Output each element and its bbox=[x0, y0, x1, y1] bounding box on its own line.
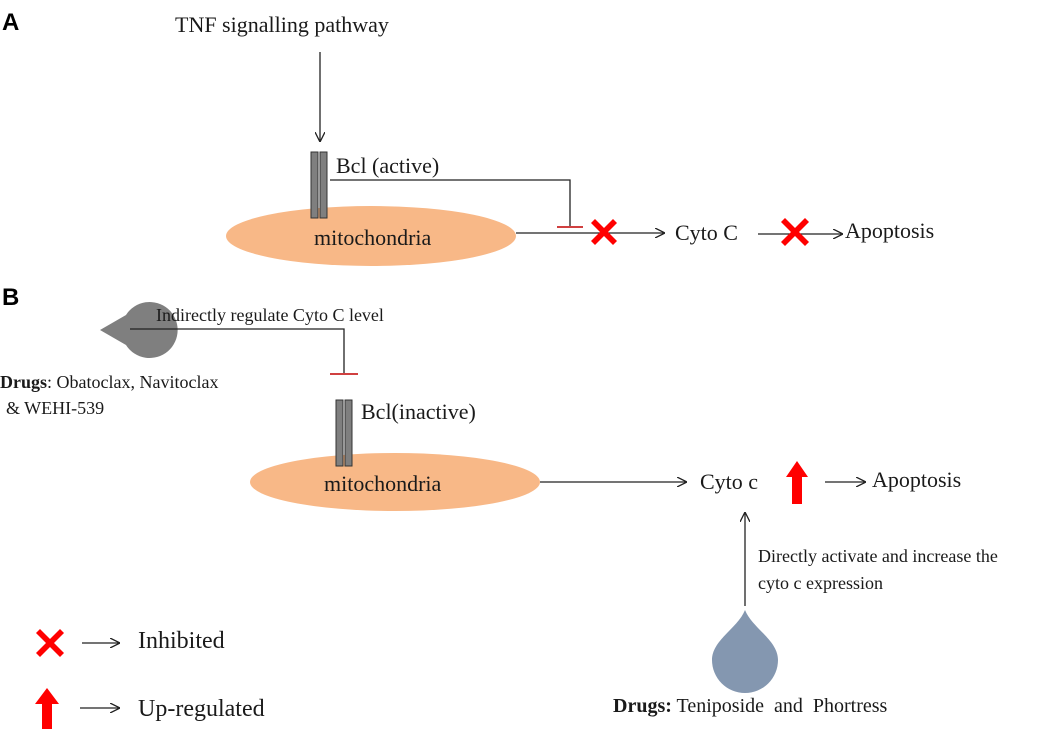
mitochondria-b-label: mitochondria bbox=[324, 471, 442, 496]
upregulated-mark bbox=[786, 461, 808, 504]
inhibited-mark-2 bbox=[781, 218, 809, 246]
legend-upregulated-icon bbox=[35, 688, 59, 729]
mitochondria-a bbox=[226, 206, 516, 266]
mitochondria-b bbox=[250, 453, 540, 511]
bcl-inhibition-line bbox=[330, 179, 571, 226]
mitochondria-a-label: mitochondria bbox=[314, 225, 432, 250]
drugs-list-2: Drugs: Teniposide and Phortress bbox=[613, 695, 888, 717]
bcl-inactive-label: Bcl(inactive) bbox=[361, 399, 476, 424]
inhibitor-drug-icon bbox=[100, 302, 178, 358]
indirect-regulate-label: Indirectly regulate Cyto C level bbox=[156, 305, 384, 325]
activator-drug-icon bbox=[712, 610, 778, 693]
tnf-pathway-label: TNF signalling pathway bbox=[175, 12, 389, 37]
bcl-membrane-a bbox=[310, 151, 328, 219]
cyto-c-label-b: Cyto c bbox=[700, 469, 758, 494]
direct-activate-label-cont: cyto c expression bbox=[758, 573, 883, 593]
bcl-membrane-b bbox=[335, 399, 353, 467]
panel-b-label: B bbox=[2, 284, 19, 311]
drug-inhibition-line bbox=[130, 328, 345, 373]
legend-inhibited-icon bbox=[36, 629, 64, 657]
panel-a-label: A bbox=[2, 9, 19, 36]
drugs-list-1: Drugs: Obatoclax, Navitoclax bbox=[0, 372, 218, 392]
legend-upregulated-label: Up-regulated bbox=[138, 696, 265, 722]
cyto-c-label-a: Cyto C bbox=[675, 220, 738, 245]
bcl-active-label: Bcl (active) bbox=[336, 153, 439, 178]
apoptosis-label-b: Apoptosis bbox=[872, 467, 961, 492]
legend-inhibited-label: Inhibited bbox=[138, 628, 225, 654]
inhibited-mark-1 bbox=[591, 219, 617, 245]
apoptosis-label-a: Apoptosis bbox=[845, 218, 934, 243]
legend: Inhibited Up-regulated bbox=[35, 628, 265, 729]
drugs-list-1-cont: & WEHI-539 bbox=[6, 398, 104, 418]
direct-activate-label: Directly activate and increase the bbox=[758, 546, 998, 566]
